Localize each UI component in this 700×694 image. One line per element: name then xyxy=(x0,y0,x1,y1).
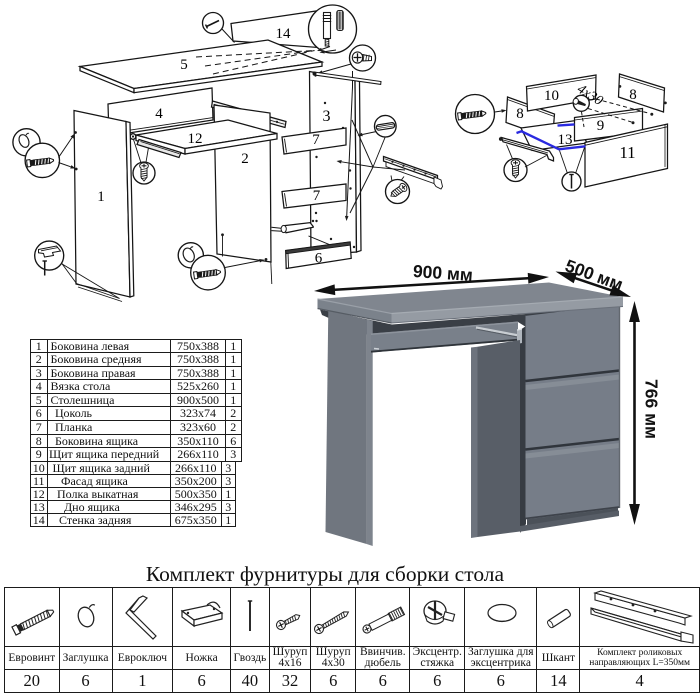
svg-text:12: 12 xyxy=(188,131,203,147)
svg-text:14: 14 xyxy=(276,26,292,42)
svg-text:11: 11 xyxy=(619,143,635,162)
svg-text:2: 2 xyxy=(241,151,249,167)
svg-text:13: 13 xyxy=(558,132,573,148)
svg-text:766 мм: 766 мм xyxy=(642,379,662,439)
svg-text:1: 1 xyxy=(97,189,105,205)
svg-text:6: 6 xyxy=(315,251,323,267)
svg-text:7: 7 xyxy=(313,188,321,204)
svg-text:8: 8 xyxy=(629,87,637,103)
svg-text:4: 4 xyxy=(155,106,163,122)
svg-text:900 мм: 900 мм xyxy=(412,261,473,285)
svg-text:10: 10 xyxy=(544,88,559,104)
svg-text:8: 8 xyxy=(516,106,524,122)
svg-text:7: 7 xyxy=(312,132,320,148)
svg-text:5: 5 xyxy=(180,57,188,73)
svg-text:3: 3 xyxy=(323,108,331,125)
svg-text:9: 9 xyxy=(597,118,605,134)
